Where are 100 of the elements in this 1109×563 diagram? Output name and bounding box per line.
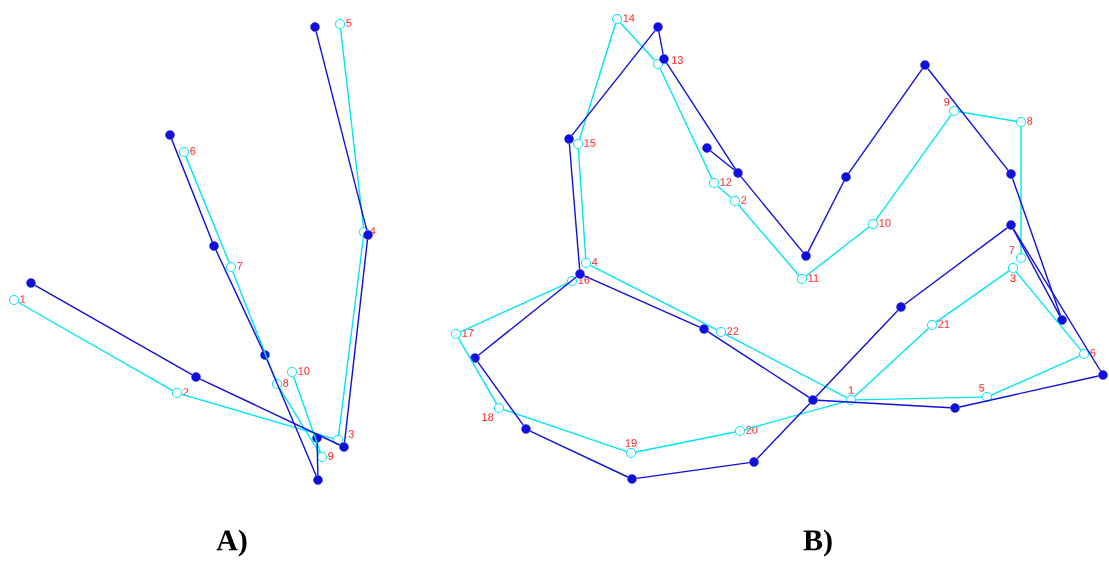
numbered-point: 11 <box>797 274 819 284</box>
line-segment <box>744 400 847 431</box>
numbered-point: 1 <box>846 386 856 405</box>
node-label: 10 <box>879 219 891 227</box>
node-label: 3 <box>348 430 354 438</box>
line-segment <box>855 396 983 401</box>
line-segment <box>815 309 899 398</box>
line-segment <box>927 68 1009 171</box>
line-segment <box>343 239 369 444</box>
line-segment <box>853 327 930 398</box>
numbered-point: 18 <box>482 403 504 421</box>
line-segment <box>181 393 334 440</box>
line-segment <box>185 155 230 264</box>
node-label: 1 <box>20 295 26 303</box>
numbered-point: 8 <box>272 379 289 389</box>
numbered-point: 7 <box>1009 246 1026 263</box>
line-segment <box>807 180 845 253</box>
numbered-point: 19 <box>625 439 637 458</box>
numbered-point: 10 <box>868 219 891 229</box>
line-segment <box>589 264 718 331</box>
panel-label: A) <box>216 529 247 557</box>
numbered-point: 5 <box>979 384 992 402</box>
line-segment <box>619 22 656 61</box>
node-label: 13 <box>672 56 683 64</box>
line-segment <box>459 282 569 333</box>
line-segment <box>315 30 368 232</box>
line-segment <box>17 301 174 392</box>
node-label: 8 <box>283 379 289 387</box>
line-segment <box>571 30 656 137</box>
line-segment <box>958 375 1100 408</box>
node-label: 6 <box>190 147 196 155</box>
line-segment <box>503 408 627 453</box>
node-label: 15 <box>584 139 596 147</box>
node-label: 5 <box>346 19 352 27</box>
line-segment <box>529 430 629 478</box>
numbered-point: 5 <box>335 19 352 29</box>
node-label: 10 <box>298 367 310 375</box>
node-label: 18 <box>482 413 494 421</box>
line-segment <box>339 28 365 228</box>
line-segment <box>740 175 804 254</box>
numbered-point: 2 <box>730 196 747 206</box>
line-segment <box>266 358 317 477</box>
line-segment <box>171 138 213 243</box>
numbered-point: 22 <box>716 327 739 337</box>
line-segment <box>635 431 736 453</box>
line-segment <box>578 23 617 140</box>
node-label: 20 <box>746 426 758 434</box>
line-segment <box>34 284 193 376</box>
node-label: 1 <box>848 386 854 394</box>
node-label: 9 <box>328 452 334 460</box>
node-label: 5 <box>979 384 985 392</box>
line-segment <box>635 461 751 480</box>
node-label: 8 <box>1027 117 1033 125</box>
line-segment <box>737 204 800 276</box>
line-segment <box>659 67 713 180</box>
numbered-point: 4 <box>581 258 598 268</box>
numbered-point: 7 <box>226 262 243 272</box>
numbered-point: 6 <box>179 147 196 157</box>
line-segment <box>337 236 365 436</box>
node-label: 4 <box>591 258 598 266</box>
numbered-point: 3 <box>1008 263 1018 282</box>
line-segment <box>904 227 1008 305</box>
numbered-point: 9 <box>317 452 334 462</box>
line-segment <box>568 143 581 270</box>
line-segment <box>958 111 1017 122</box>
line-segment <box>805 226 870 277</box>
numbered-point: 20 <box>735 426 758 436</box>
numbered-point: 8 <box>1016 117 1033 127</box>
node-label: 11 <box>808 274 819 282</box>
node-label: 14 <box>623 14 635 22</box>
numbered-point: 10 <box>287 367 310 377</box>
numbered-point: 17 <box>451 329 474 339</box>
line-segment <box>583 275 701 328</box>
line-segment <box>707 330 810 399</box>
line-segment <box>724 333 848 399</box>
line-segment <box>232 270 276 381</box>
numbered-point: 1 <box>9 295 26 305</box>
node-label: 22 <box>727 327 739 335</box>
line-segment <box>658 30 664 56</box>
line-segment <box>935 270 1010 323</box>
panel-label: B) <box>803 529 832 557</box>
numbered-point: 21 <box>927 320 950 330</box>
point-dot <box>1098 370 1108 380</box>
line-segment <box>1011 177 1062 317</box>
line-segment <box>756 402 811 460</box>
line-segment <box>477 361 524 426</box>
line-segment <box>292 376 322 453</box>
node-label: 9 <box>944 98 950 106</box>
line-segment <box>1012 228 1061 317</box>
line-segment <box>1015 271 1082 351</box>
line-segment <box>665 62 737 170</box>
numbered-point: 9 <box>944 98 959 116</box>
line-segment <box>1020 126 1022 254</box>
line-segment <box>457 337 498 405</box>
node-label: 2 <box>741 196 747 204</box>
line-segment <box>199 378 341 446</box>
numbered-point: 13 <box>653 56 683 69</box>
node-label: 17 <box>462 329 474 337</box>
node-label: 12 <box>720 178 732 186</box>
line-segment <box>1012 228 1102 372</box>
